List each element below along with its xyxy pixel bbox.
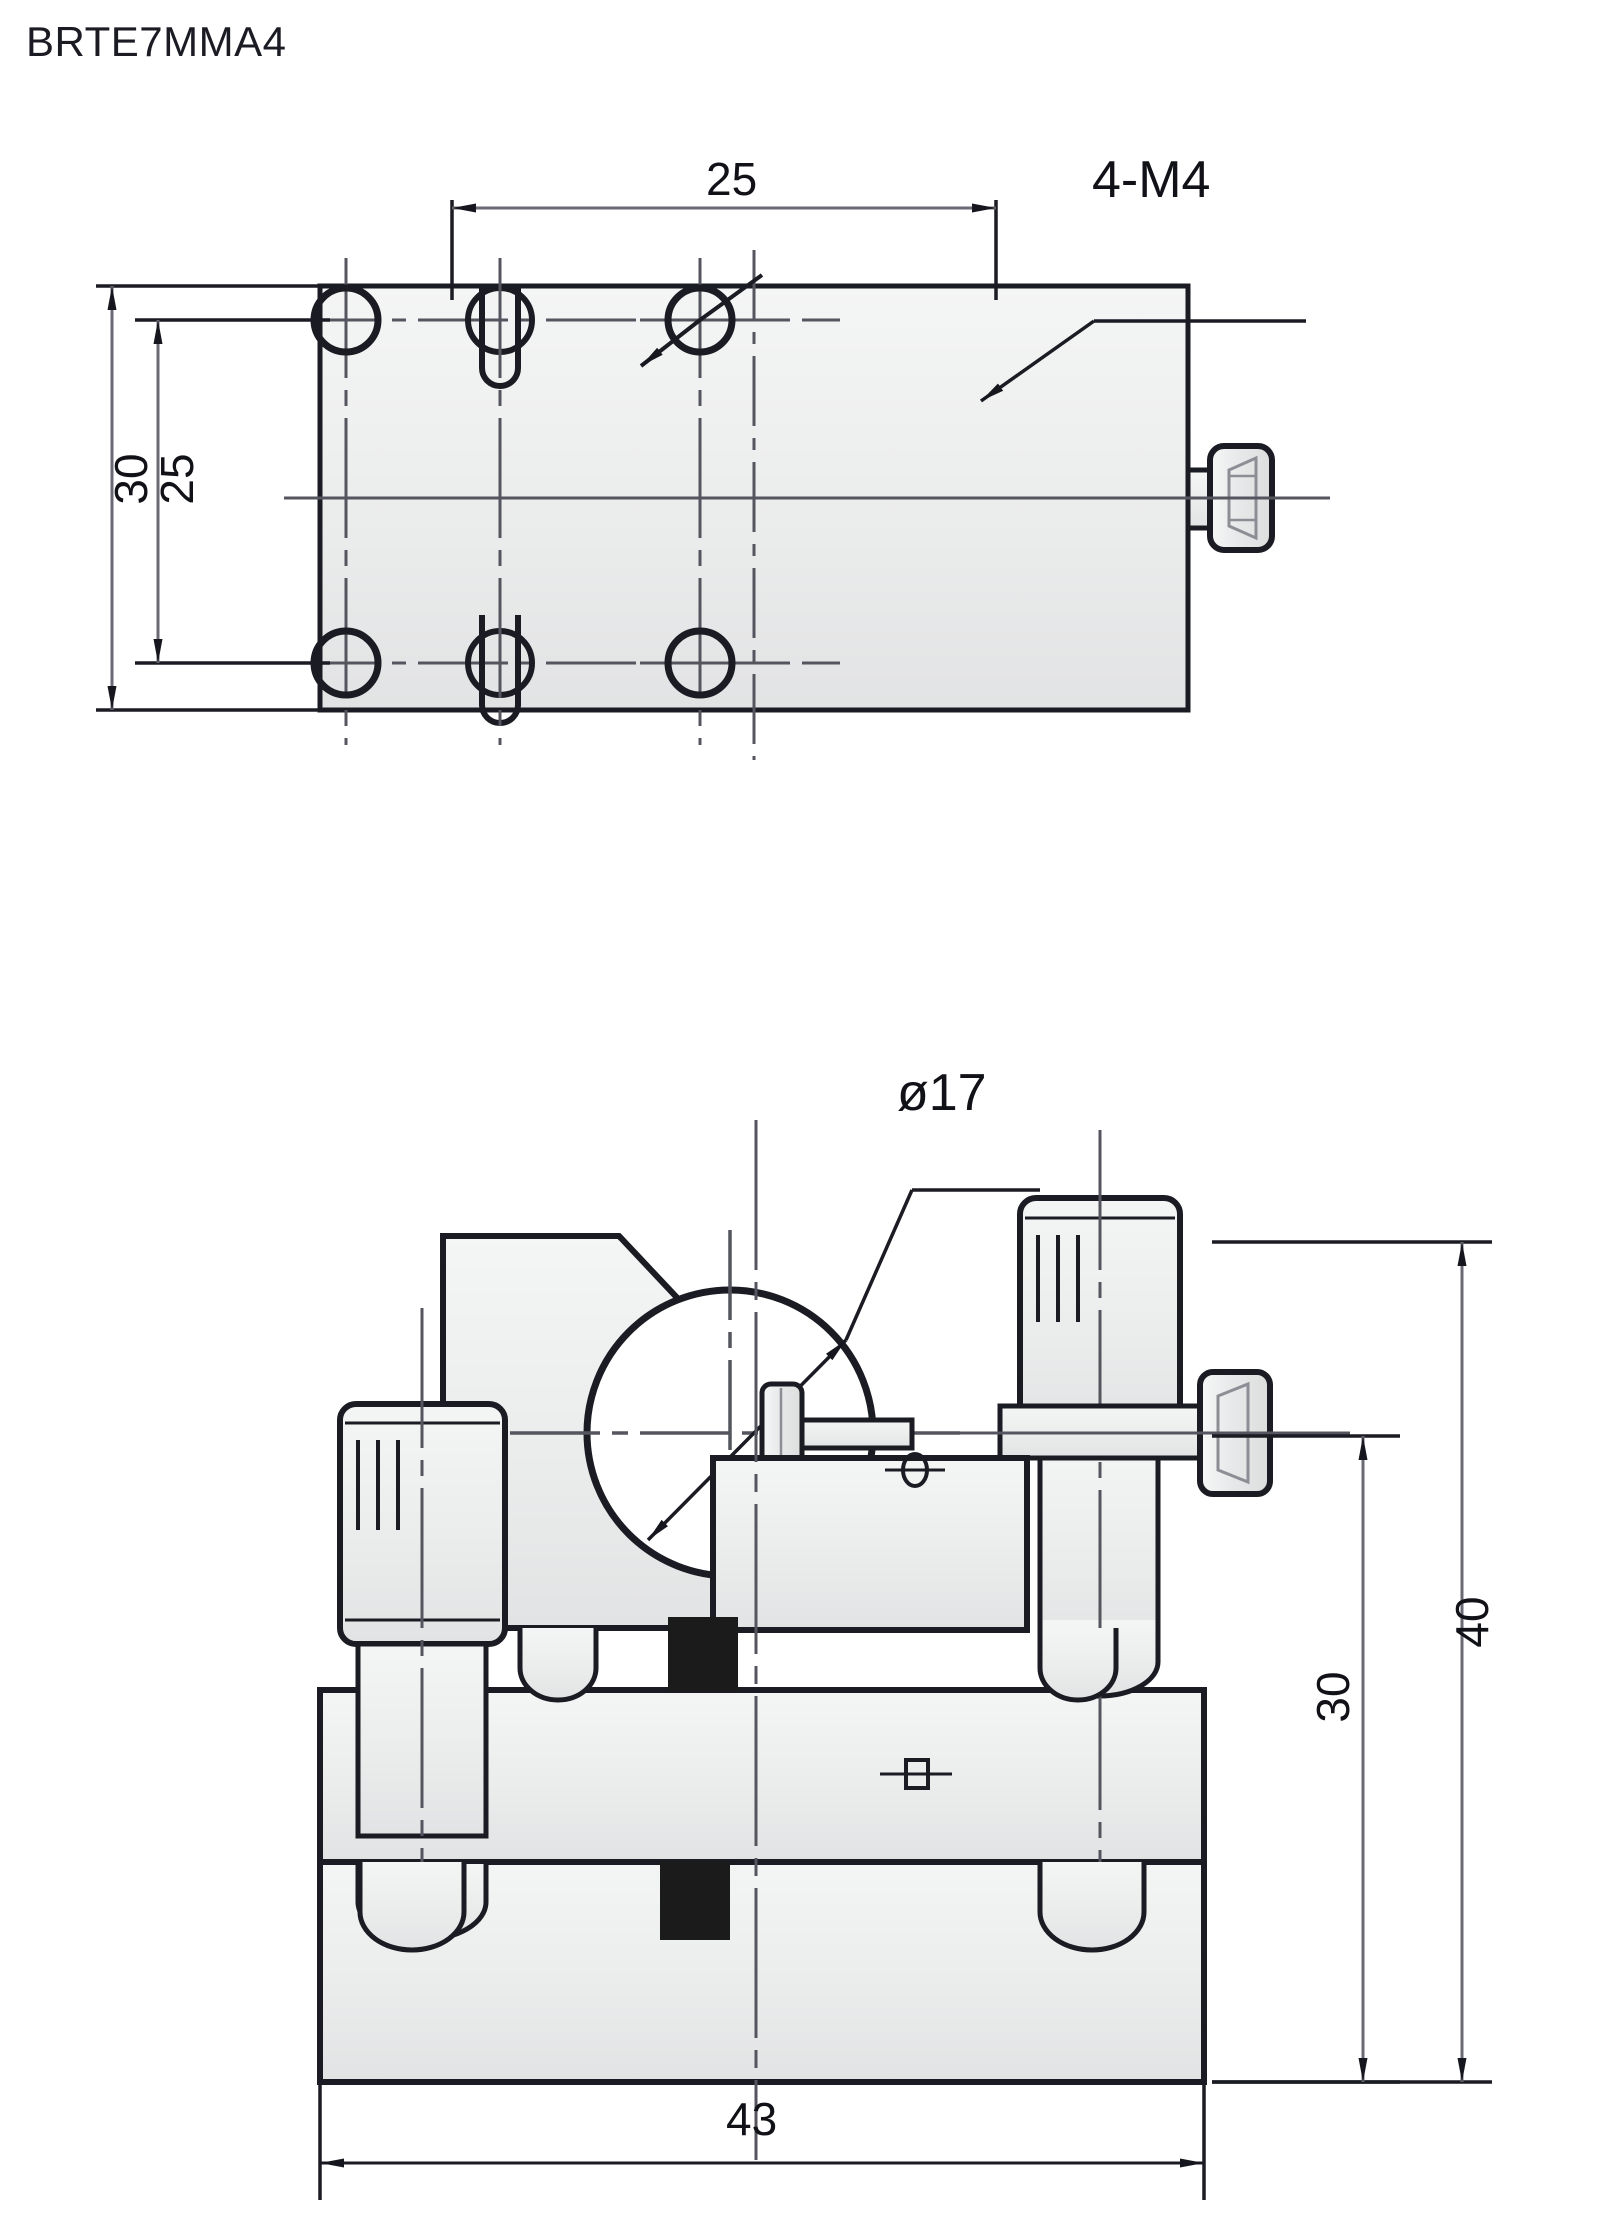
top-view-side-thumbscrew: [1150, 443, 1330, 553]
front-view-clamp-boss-left: [517, 1628, 599, 1703]
dimension-label-top-25: 25: [706, 153, 758, 205]
dimension-label-right-40: 40: [1446, 1596, 1498, 1648]
dimension-left-25-group: [135, 318, 330, 665]
dimension-label-right-30: 30: [1307, 1671, 1359, 1723]
front-view-small-feature-upper: [885, 1452, 945, 1488]
callout-d17-leader-up: [844, 1189, 914, 1341]
front-view-spacer-upper: [668, 1617, 738, 1692]
callout-4m4-arrow-lower: [639, 318, 702, 368]
dimension-bottom-43-group: [318, 2075, 1206, 2200]
front-view-bottom-boss-right: [1037, 1862, 1147, 1953]
callout-d17-diagonal: [646, 1338, 848, 1542]
front-view-clamp-boss-right: [1037, 1628, 1119, 1703]
top-view-group: [96, 200, 1330, 760]
front-view-side-thumbscrew: [940, 1369, 1350, 1497]
dimension-label-bottom-43: 43: [726, 2093, 778, 2145]
top-view-hole-lower-right: [664, 627, 736, 699]
top-view-thumbscrew-hex: [1227, 455, 1258, 541]
front-view-face-screw-shank: [787, 1417, 915, 1451]
top-view-hole-upper-right: [664, 284, 736, 356]
dimension-label-left-25: 25: [151, 453, 203, 505]
callout-4m4-group: [639, 273, 1306, 403]
page-title: BRTE7MMA4: [26, 18, 287, 65]
front-view-small-feature-lower: [880, 1758, 952, 1790]
dimension-label-4m4: 4-M4: [1092, 151, 1211, 209]
front-view-side-screw-hex: [1216, 1381, 1250, 1485]
dimension-left-30-group: [96, 284, 330, 712]
front-view-spacer-lower: [660, 1862, 730, 1940]
front-view-clamp-arm: [710, 1455, 1030, 1633]
dimension-right-30-group: [1212, 1434, 1400, 2084]
front-view-group: [317, 1120, 1492, 2200]
dimension-label-bore-diameter: ø17: [897, 1064, 987, 1122]
callout-4m4-leader-diagonal: [979, 319, 1096, 403]
front-view-bottom-boss-left: [357, 1862, 467, 1953]
callout-4m4-arrow-to-hole: [698, 273, 764, 322]
top-view-center-slot-upper: [479, 320, 521, 389]
dimension-top-25-group: [450, 200, 998, 300]
callout-d17-group: [646, 1188, 1040, 1542]
